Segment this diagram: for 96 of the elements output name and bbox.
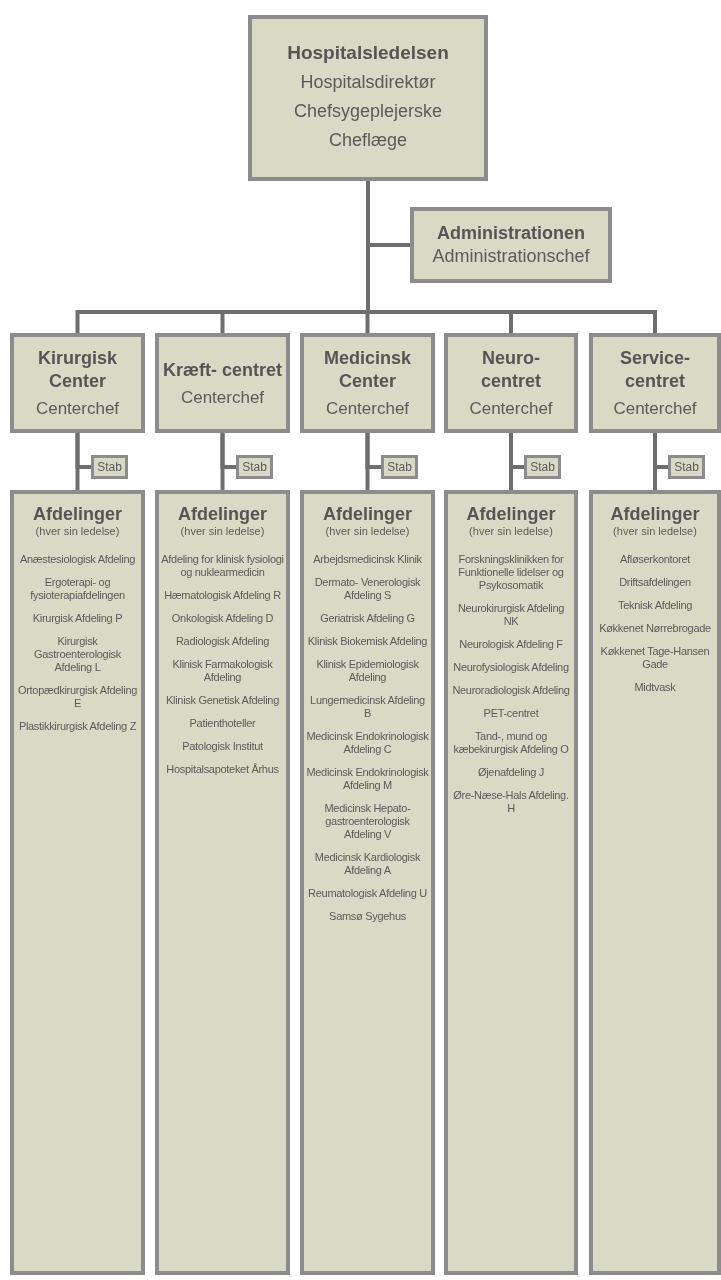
department-name: Arbejdsmedicinsk Klinik — [313, 553, 422, 566]
departments-box — [300, 490, 435, 1275]
department-name: Geriatrisk Afdeling G — [320, 612, 415, 625]
department-name: Øjenafdeling J — [477, 766, 545, 779]
department-name: Køkkenet Nørrebrogade — [599, 622, 711, 635]
box-heading: Kræft- centret — [163, 358, 282, 382]
department-name: Reumatologisk Afdeling U — [308, 887, 427, 900]
department-name: PET-centret — [483, 707, 539, 720]
departments-box — [155, 490, 290, 1275]
staff-label: Stab — [530, 460, 555, 474]
connector-line — [653, 433, 657, 490]
department-name: Afdeling for klinisk fysiologi og nuklearmedicin — [161, 553, 284, 579]
department-name: Anæstesiologisk Afdeling — [19, 553, 136, 566]
box-heading: Kirurgisk Center — [37, 347, 118, 393]
role-title: Administrationschef — [432, 246, 590, 267]
department-name: Patienthoteller — [189, 717, 256, 730]
department-name: Ergoterapi- og fysioterapiafdelingen — [29, 576, 126, 602]
department-name: Medicinsk Kardiologisk Afdeling A — [313, 851, 422, 877]
box-subtitle: (hver sin ledelse) — [469, 525, 553, 537]
staff-box — [91, 455, 128, 479]
department-name: Patologisk Institut — [182, 740, 263, 753]
box-subtitle: (hver sin ledelse) — [325, 525, 410, 537]
department-name: Neurofysiologisk Afdeling — [453, 661, 569, 674]
box-heading: Afdelinger — [610, 504, 700, 525]
department-name: Driftsafdelingen — [619, 576, 691, 589]
department-name: Teknisk Afdeling — [617, 599, 693, 612]
role-title: Centerchef — [180, 387, 265, 408]
connector-line — [365, 433, 370, 490]
departments-box — [444, 490, 578, 1275]
department-name: Samsø Sygehus — [329, 910, 406, 923]
department-name: Medicinsk Endokrinologisk Afdeling M — [306, 766, 429, 792]
box-heading: Administrationen — [437, 223, 585, 244]
box-subtitle: (hver sin ledelse) — [35, 525, 120, 537]
role-title: Hospitalsdirektør — [300, 71, 436, 93]
center-box — [155, 333, 290, 433]
department-name: Ortopædkirurgisk Afdeling E — [16, 684, 139, 710]
department-name: Lungemedicinsk Afdeling B — [309, 694, 426, 720]
administration-box — [410, 207, 612, 283]
department-name: Medicinsk Hepato- gastroenterologisk Afdeling V — [323, 802, 412, 841]
staff-box — [381, 455, 418, 479]
connector-line — [75, 433, 80, 490]
box-heading: Medicinsk Center — [323, 347, 412, 393]
departments-box — [589, 490, 721, 1275]
center-box — [589, 333, 721, 433]
department-name: Medicinsk Endokrinologisk Afdeling C — [306, 730, 429, 756]
center-box — [300, 333, 435, 433]
department-name: Radiologisk Afdeling — [175, 635, 270, 648]
staff-label: Stab — [674, 460, 699, 474]
department-name: Hospitalsapoteket Århus — [166, 763, 279, 776]
staff-label: Stab — [97, 460, 122, 474]
role-title: Centerchef — [325, 399, 410, 419]
box-subtitle: (hver sin ledelse) — [613, 525, 697, 537]
connector-line — [509, 433, 513, 490]
department-name: Afløserkontoret — [619, 553, 691, 566]
department-name: Klinisk Biokemisk Afdeling — [307, 635, 428, 648]
department-name: Tand-, mund og kæbekirurgisk Afdeling O — [452, 730, 570, 756]
center-box — [10, 333, 145, 433]
department-name: Klinisk Epidemiologisk Afdeling — [315, 658, 420, 684]
staff-box — [236, 455, 273, 479]
box-subtitle: (hver sin ledelse) — [180, 525, 265, 537]
department-name: Klinisk Genetisk Afdeling — [166, 694, 279, 707]
department-name: Midtvask — [634, 681, 676, 694]
box-heading: Afdelinger — [323, 504, 412, 525]
department-name: Onkologisk Afdeling D — [171, 612, 274, 625]
staff-label: Stab — [242, 460, 267, 474]
staff-label: Stab — [387, 460, 412, 474]
department-name: Dermato- Venerologisk Afdeling S — [313, 576, 422, 602]
connector-line — [220, 433, 225, 490]
departments-box — [10, 490, 145, 1275]
role-title: Chefsygeplejerske — [293, 100, 443, 122]
department-name: Plastikkirurgisk Afdeling Z — [18, 720, 137, 733]
role-title: Centerchef — [35, 399, 120, 419]
center-box — [444, 333, 578, 433]
department-name: Øre-Næse-Hals Afdeling. H — [452, 789, 570, 815]
box-heading: Afdelinger — [466, 504, 556, 525]
box-heading: Hospitalsledelsen — [287, 41, 449, 64]
connector-line — [366, 181, 657, 333]
department-name: Neurologisk Afdeling F — [459, 638, 563, 651]
department-name: Køkkenet Tage-Hansen Gade — [599, 645, 711, 671]
role-title: Centerchef — [613, 399, 697, 419]
role-title: Cheflæge — [328, 129, 407, 151]
department-name: Hæmatologisk Afdeling R — [164, 589, 281, 602]
department-name: Kirurgisk Afdeling P — [32, 612, 123, 625]
department-name: Neurokirurgisk Afdeling NK — [456, 602, 566, 628]
box-heading: Afdelinger — [33, 504, 122, 525]
department-name: Kirurgisk Gastroenterologisk Afdeling L — [33, 635, 122, 674]
staff-box — [668, 455, 705, 479]
box-heading: Afdelinger — [178, 504, 267, 525]
department-name: Neuroradiologisk Afdeling — [452, 684, 570, 697]
department-name: Forskningsklinikken for Funktionelle lidelser og Psykosomatik — [457, 553, 565, 592]
role-title: Centerchef — [469, 399, 553, 419]
department-name: Klinisk Farmakologisk Afdeling — [171, 658, 274, 684]
staff-box — [524, 455, 561, 479]
box-heading: Service- centret — [618, 347, 692, 393]
box-heading: Neuro- centret — [480, 347, 542, 393]
management-box — [248, 15, 488, 181]
